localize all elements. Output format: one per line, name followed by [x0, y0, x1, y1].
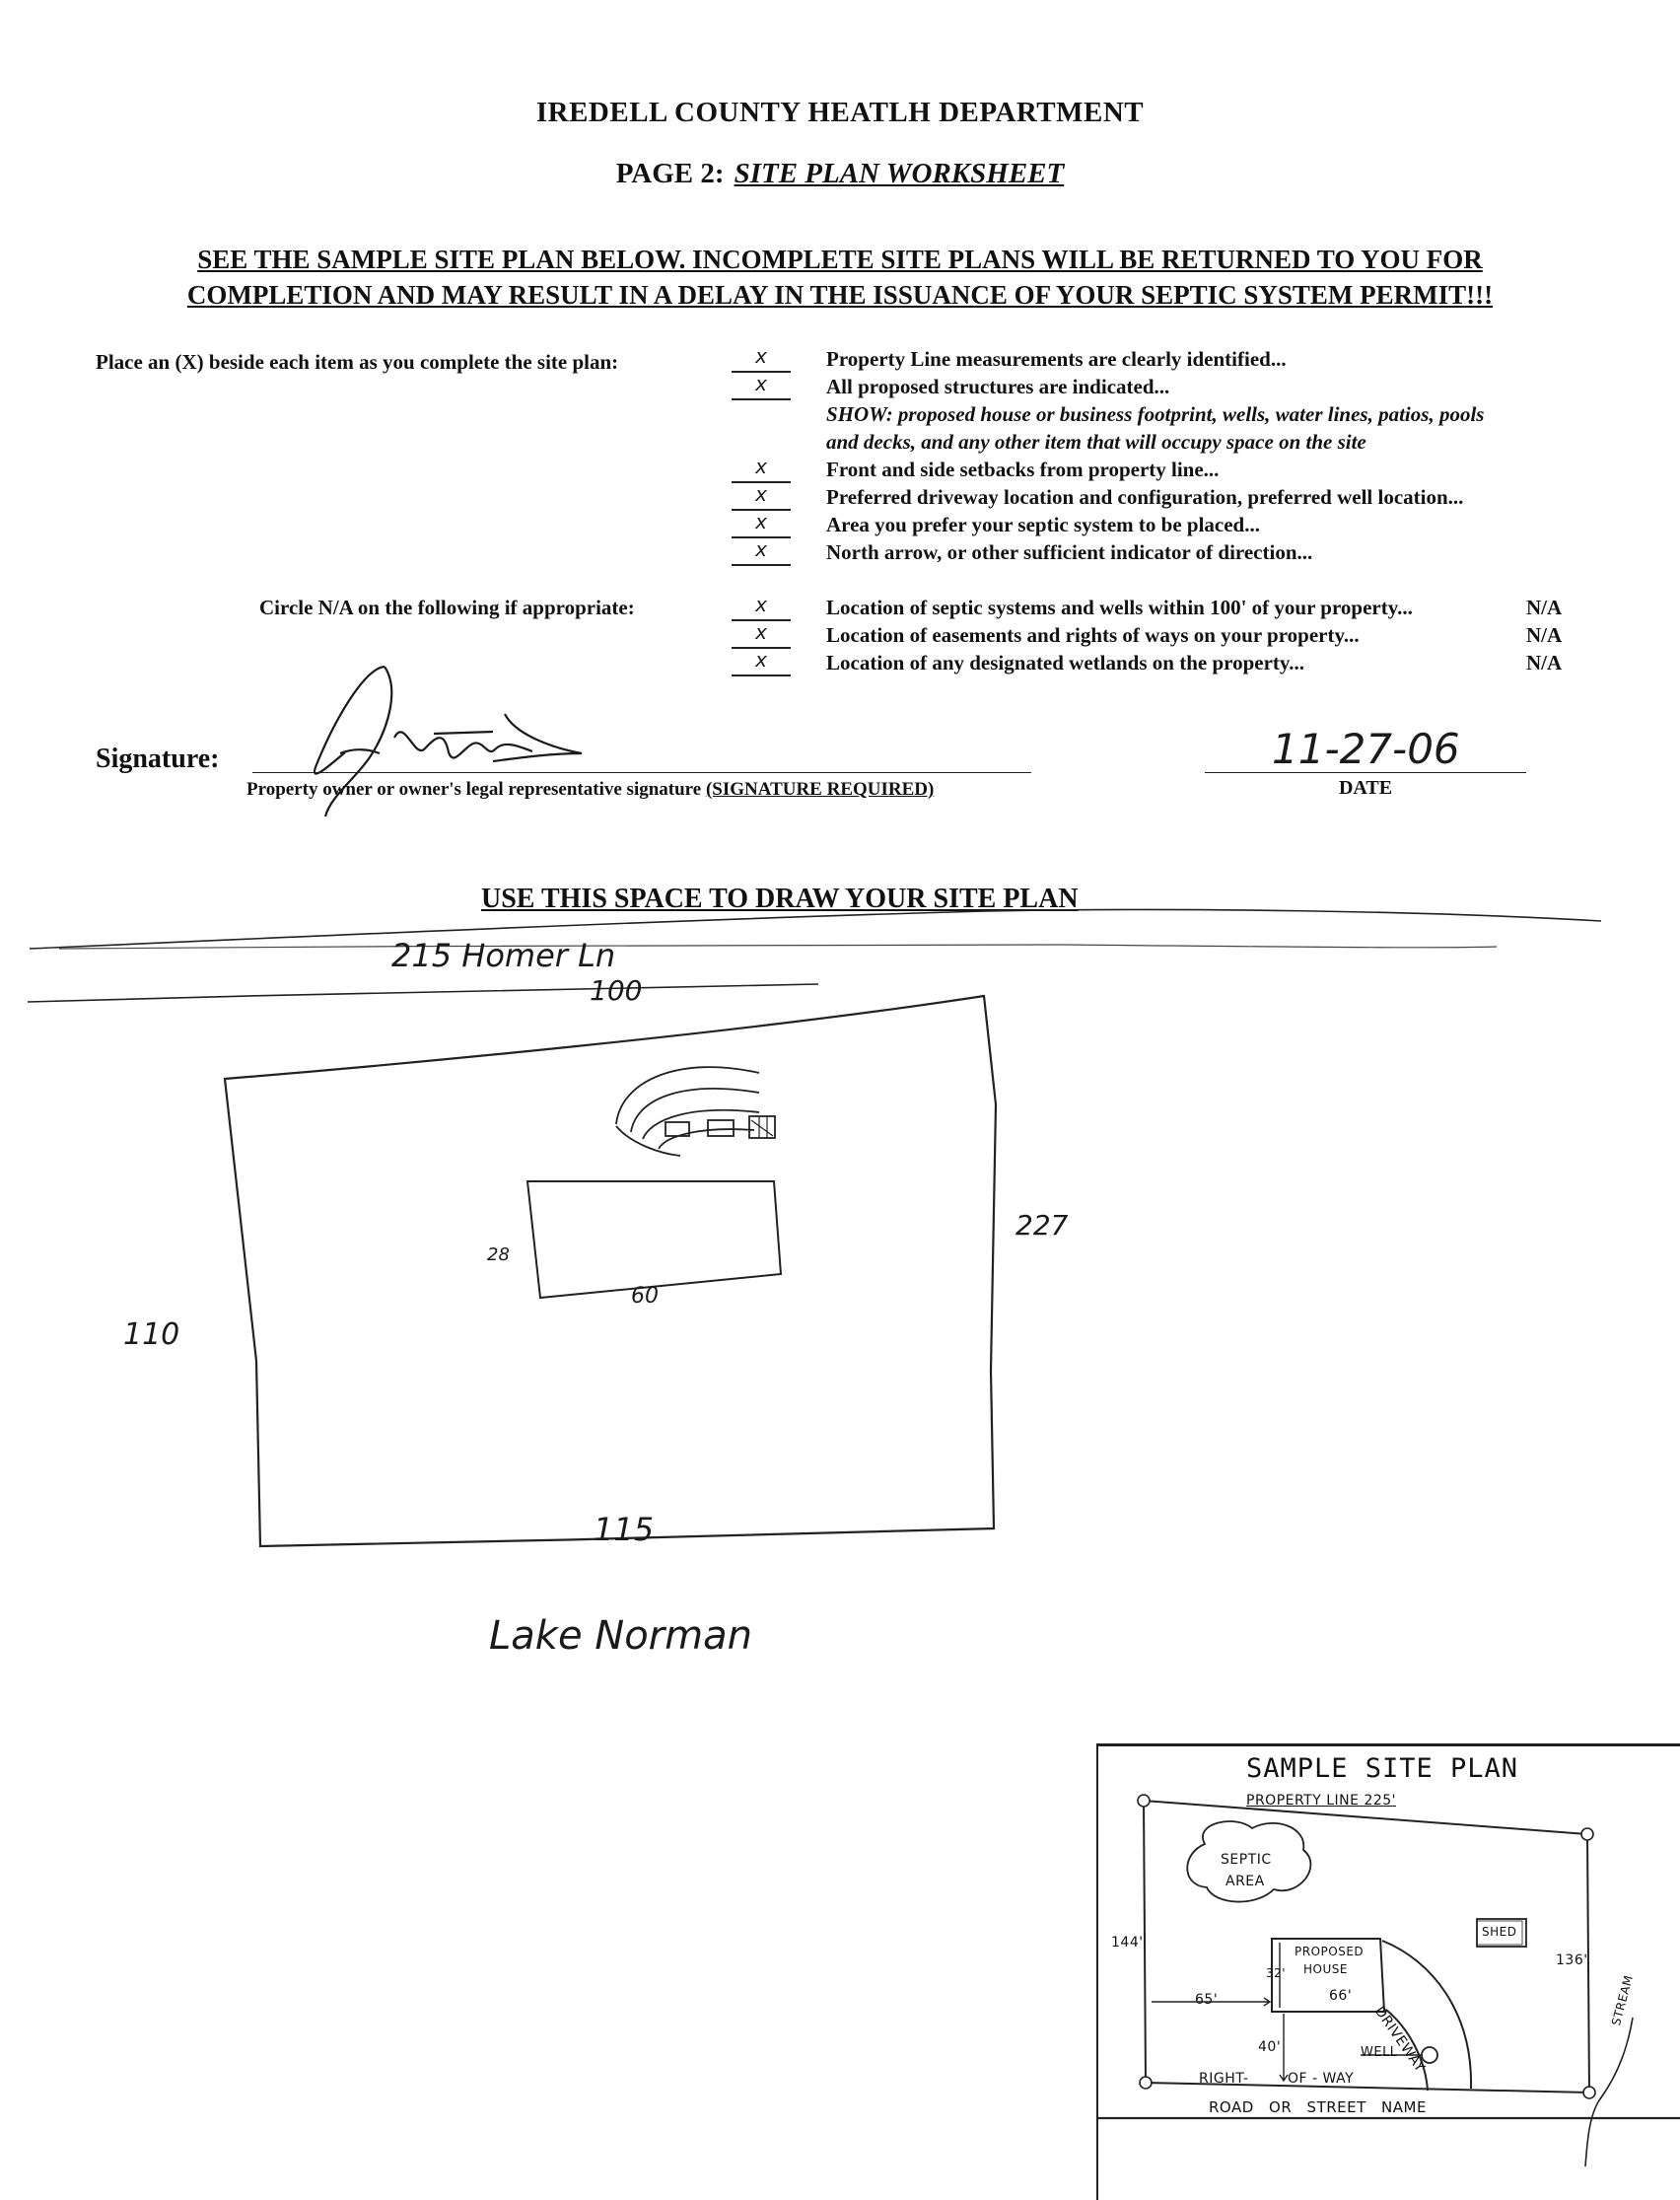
- department-title: IREDELL COUNTY HEATLH DEPARTMENT: [535, 97, 1145, 128]
- sample-house-depth: 32': [1266, 1966, 1287, 1980]
- check-mark: x: [755, 510, 767, 533]
- sample-side-setback: 65': [1195, 1992, 1219, 2008]
- check-mark: x: [755, 620, 767, 644]
- page-title-text: SITE PLAN WORKSHEET: [734, 158, 1065, 189]
- checklist-instruction: Place an (X) beside each item as you com…: [96, 350, 619, 374]
- sample-right-dim: 136': [1556, 1952, 1588, 1968]
- front-dimension: 100: [590, 974, 643, 1007]
- checklist-item: Preferred driveway location and configur…: [826, 485, 1464, 509]
- check-mark: x: [755, 344, 767, 368]
- checklist-item: Front and side setbacks from property li…: [826, 458, 1220, 481]
- checkbox-line[interactable]: [732, 509, 791, 511]
- page-title: PAGE 2: SITE PLAN WORKSHEET: [0, 158, 1680, 190]
- checkbox-line[interactable]: [732, 481, 791, 483]
- checkbox-line[interactable]: [732, 564, 791, 566]
- lake-label: Lake Norman: [489, 1613, 752, 1659]
- checklist-item: All proposed structures are indicated...: [826, 375, 1170, 398]
- road-name: 215 Homer Ln: [391, 937, 616, 974]
- signature-scribble: [313, 665, 583, 817]
- sample-shed: SHED: [1482, 1925, 1517, 1939]
- sample-house-label: PROPOSED: [1295, 1945, 1365, 1958]
- na-item: Location of easements and rights of ways…: [826, 623, 1360, 647]
- sample-property-line: PROPERTY LINE 225': [1246, 1793, 1397, 1809]
- sample-well-label: WELL: [1361, 2045, 1398, 2060]
- site-plan-drawing: [27, 908, 1602, 1548]
- date-label: DATE: [1338, 777, 1393, 799]
- signature-required: (SIGNATURE REQUIRED): [705, 779, 935, 800]
- na-item: Location of any designated wetlands on t…: [826, 651, 1304, 674]
- na-instruction: Circle N/A on the following if appropria…: [259, 596, 635, 619]
- check-mark: x: [755, 537, 767, 561]
- checklist-item: North arrow, or other sufficient indicat…: [826, 540, 1313, 564]
- sample-septic-label: SEPTIC: [1221, 1852, 1272, 1868]
- left-dimension: 110: [123, 1317, 180, 1352]
- sample-site-plan-title: SAMPLE SITE PLAN: [1245, 1753, 1519, 1784]
- site-plan-space-label: USE THIS SPACE TO DRAW YOUR SITE PLAN: [481, 884, 1079, 914]
- checkbox-line[interactable]: [732, 674, 791, 676]
- right-dimension: 227: [1015, 1209, 1069, 1242]
- na-option[interactable]: N/A: [1526, 623, 1563, 647]
- sample-house-width: 66': [1329, 1988, 1353, 2004]
- sample-site-plan-drawing: [1096, 1794, 1680, 2166]
- na-option[interactable]: N/A: [1526, 596, 1563, 619]
- sample-septic-label: AREA: [1225, 1874, 1265, 1889]
- date-value: 11-27-06: [1272, 725, 1460, 773]
- checkbox-line[interactable]: [732, 647, 791, 649]
- sample-site-plan-box: [1096, 1743, 1680, 2200]
- warning-line-1: SEE THE SAMPLE SITE PLAN BELOW. INCOMPLE…: [197, 245, 1483, 274]
- house-width: 60: [631, 1284, 659, 1309]
- sample-row-label: RIGHT-: [1199, 2071, 1249, 2087]
- checkbox-line[interactable]: [732, 536, 791, 538]
- checkbox-line[interactable]: [732, 371, 791, 373]
- signature-caption-text: Property owner or owner's legal represen…: [246, 779, 702, 800]
- page-prefix: PAGE 2:: [615, 158, 725, 189]
- date-line[interactable]: [1205, 772, 1526, 773]
- signature-caption: Property owner or owner's legal represen…: [246, 779, 934, 801]
- sample-row-label: OF - WAY: [1288, 2071, 1355, 2087]
- rear-dimension: 115: [594, 1511, 655, 1548]
- sample-front-setback: 40': [1258, 2039, 1282, 2055]
- checkbox-line[interactable]: [732, 398, 791, 400]
- check-mark: x: [755, 372, 767, 395]
- warning-line-2: COMPLETION AND MAY RESULT IN A DELAY IN …: [186, 280, 1494, 310]
- sample-house-label: HOUSE: [1303, 1962, 1348, 1976]
- check-mark: x: [755, 455, 767, 478]
- checklist-note: and decks, and any other item that will …: [826, 430, 1366, 454]
- checkbox-line[interactable]: [732, 619, 791, 621]
- checklist-item: Area you prefer your septic system to be…: [826, 513, 1260, 536]
- check-mark: x: [755, 482, 767, 506]
- signature-label: Signature:: [96, 744, 220, 774]
- sample-road-label: ROAD OR STREET NAME: [1209, 2098, 1427, 2116]
- checklist-item: Property Line measurements are clearly i…: [826, 347, 1287, 371]
- check-mark: x: [755, 648, 767, 672]
- signature-line[interactable]: [252, 772, 1031, 773]
- sample-left-dim: 144': [1111, 1935, 1144, 1951]
- checklist-note: SHOW: proposed house or business footpri…: [826, 402, 1485, 426]
- na-option[interactable]: N/A: [1526, 651, 1563, 674]
- check-mark: x: [755, 593, 767, 616]
- na-item: Location of septic systems and wells wit…: [826, 596, 1413, 619]
- house-depth: 28: [487, 1244, 510, 1265]
